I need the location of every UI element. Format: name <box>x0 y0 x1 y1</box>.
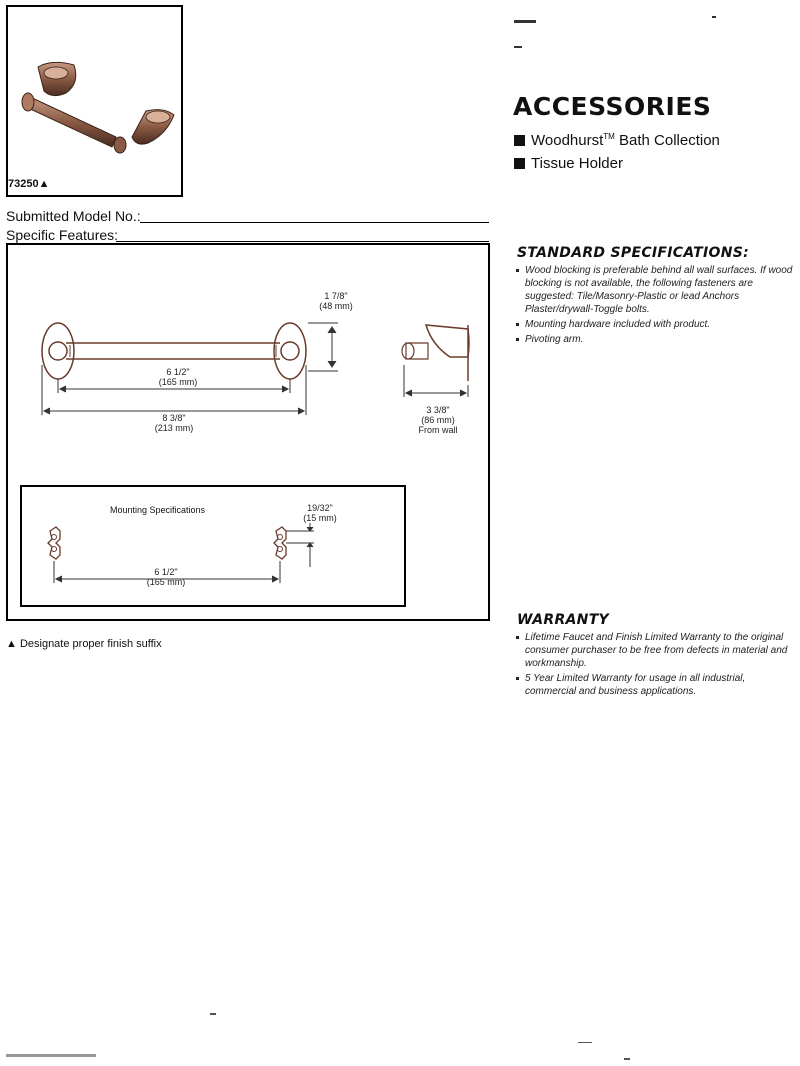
warranty-item: Lifetime Faucet and Finish Limited Warra… <box>513 631 793 670</box>
overall-width-inches: 8 3/8" <box>162 413 186 423</box>
model-number-text: 73250 <box>8 178 39 190</box>
square-bullet-icon <box>514 158 525 169</box>
mounting-title: Mounting Specifications <box>110 505 206 515</box>
warranty-item: 5 Year Limited Warranty for usage in all… <box>513 672 793 698</box>
side-view-outline <box>424 324 470 358</box>
product-type: Tissue Holder <box>531 155 623 172</box>
offset-dimension: 19/32" (15 mm) <box>298 503 342 523</box>
collection-line: WoodhurstTM Bath Collection <box>514 132 720 149</box>
left-post-outline <box>41 322 75 380</box>
square-bullet-icon <box>514 135 525 146</box>
mounting-specifications: Mounting Specifications 19/32" (15 mm) 6… <box>20 485 406 607</box>
specific-features-label: Specific Features: <box>6 227 119 243</box>
right-post-outline <box>273 322 307 380</box>
spacing-dim-inches: 6 1/2" <box>154 567 178 577</box>
warranty-title: WARRANTY <box>517 612 609 628</box>
specific-features-row: Specific Features: <box>6 227 118 243</box>
offset-dim-inches: 19/32" <box>307 503 333 513</box>
projection-inches: 3 3/8" <box>426 405 450 415</box>
submitted-model-row: Submitted Model No.: <box>6 208 141 224</box>
standard-specs-list: Wood blocking is preferable behind all w… <box>513 264 798 348</box>
height-dim-mm: (48 mm) <box>319 301 353 311</box>
spec-item: Wood blocking is preferable behind all w… <box>513 264 798 316</box>
overall-width-dimension: 8 3/8" (213 mm) <box>134 413 214 433</box>
category-title: ACCESSORIES <box>513 92 712 121</box>
mounting-bracket-drawing <box>47 523 314 583</box>
right-bracket-icon <box>273 526 287 560</box>
finish-triangle-icon: ▲ <box>38 178 50 190</box>
projection-mm: (86 mm) <box>421 415 455 425</box>
inner-width-mm: (165 mm) <box>158 377 198 387</box>
warranty-list: Lifetime Faucet and Finish Limited Warra… <box>513 631 793 700</box>
inner-width-inches: 6 1/2" <box>166 367 190 377</box>
projection-dimension: 3 3/8" (86 mm) From wall <box>408 405 468 435</box>
left-bracket-icon <box>47 526 61 560</box>
specific-features-field[interactable] <box>116 241 489 242</box>
projection-note: From wall <box>418 425 458 435</box>
tissue-holder-image <box>21 61 175 154</box>
spec-item: Pivoting arm. <box>513 333 798 346</box>
overall-width-mm: (213 mm) <box>154 423 194 433</box>
height-dimension: 1 7/8" (48 mm) <box>312 291 360 311</box>
technical-drawing: 1 7/8" (48 mm) 6 1/2" (165 mm) 8 3/8" (2… <box>6 243 490 621</box>
roller-bar-outline <box>66 342 280 360</box>
product-image-frame <box>6 5 183 197</box>
collection-suffix: Bath Collection <box>619 132 720 149</box>
submitted-model-label: Submitted Model No.: <box>6 208 141 224</box>
spacing-dimension: 6 1/2" (165 mm) <box>126 567 206 587</box>
model-number: 73250▲ <box>8 178 49 190</box>
height-dim-inches: 1 7/8" <box>324 291 348 301</box>
submitted-model-field[interactable] <box>140 222 489 223</box>
product-type-line: Tissue Holder <box>514 155 623 172</box>
front-and-side-view-drawing <box>41 322 470 415</box>
trademark-mark: TM <box>603 132 615 141</box>
spacing-dim-mm: (165 mm) <box>146 577 186 587</box>
finish-suffix-note: ▲ Designate proper finish suffix <box>6 638 162 650</box>
inner-width-dimension: 6 1/2" (165 mm) <box>138 367 218 387</box>
standard-specs-title: STANDARD SPECIFICATIONS: <box>517 245 750 261</box>
spec-item: Mounting hardware included with product. <box>513 318 798 331</box>
offset-dim-mm: (15 mm) <box>303 513 337 523</box>
collection-name: Woodhurst <box>531 132 604 149</box>
